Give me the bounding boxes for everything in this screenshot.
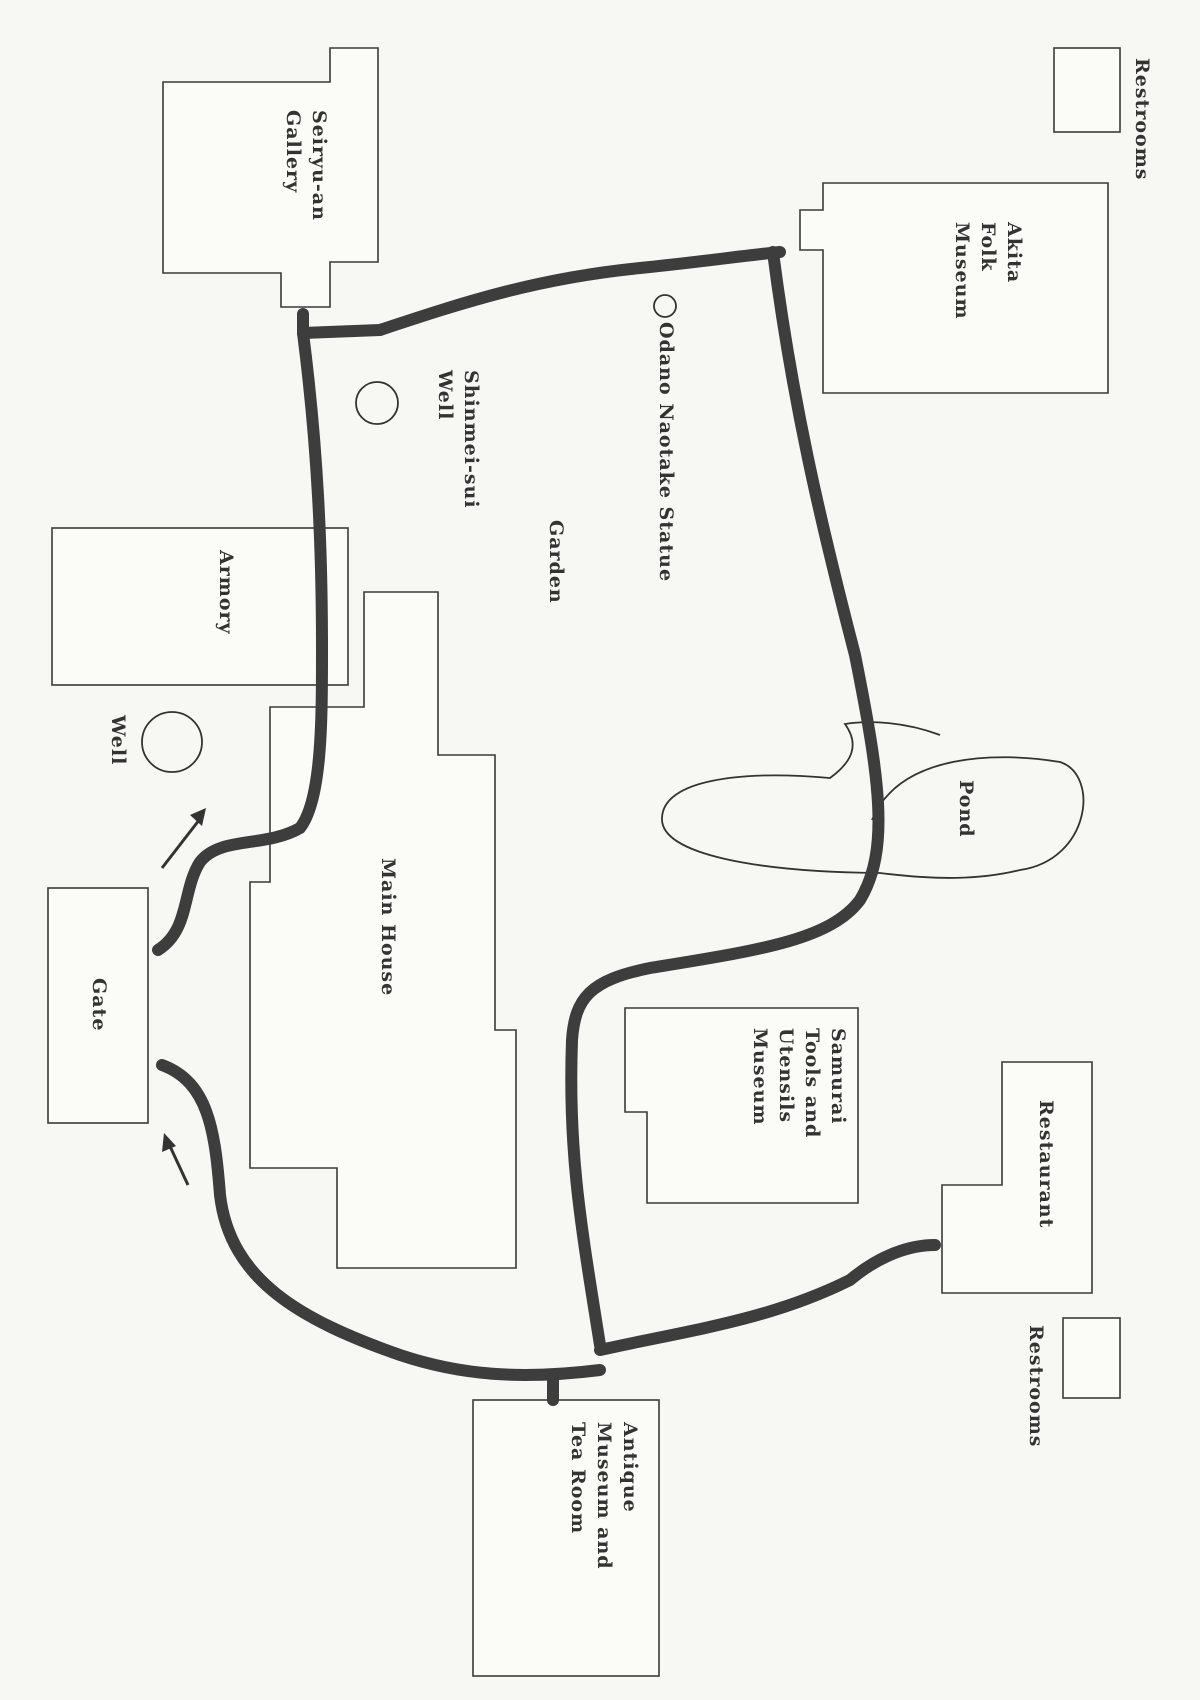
armory-building[interactable] <box>51 527 349 686</box>
pond-label: Pond <box>955 780 977 838</box>
seiryu-label-line1: Seiryu-an <box>308 110 330 221</box>
antique-label-line1: Antique <box>619 1421 641 1513</box>
odano-statue-label: Odano Naotake Statue <box>655 322 677 582</box>
arrow-up-icon <box>162 1133 190 1186</box>
akita-folk-museum-building[interactable] <box>799 182 1109 394</box>
antique-label-line2: Museum and <box>593 1422 615 1570</box>
path-west-main <box>152 327 328 956</box>
samurai-label-line2: Tools and <box>801 1028 823 1138</box>
path-seiryu-to-akita <box>297 246 786 339</box>
antique-label-line3: Tea Room <box>567 1422 589 1534</box>
samurai-label-line1: Samurai <box>827 1028 849 1125</box>
samurai-label-line3: Utensils <box>775 1028 797 1123</box>
seiryu-an-gallery-building[interactable] <box>162 47 379 308</box>
samurai-label-line4: Museum <box>749 1028 771 1126</box>
well-marker[interactable] <box>141 711 203 773</box>
restrooms-bottom-building[interactable] <box>1062 1317 1121 1399</box>
gate-building[interactable] <box>47 887 149 1124</box>
restaurant-label: Restaurant <box>1035 1100 1057 1228</box>
restrooms-top-label: Restrooms <box>1131 58 1153 181</box>
akita-label-line1: Akita <box>1003 221 1025 283</box>
akita-label-line3: Museum <box>951 222 973 320</box>
pond <box>661 721 1085 879</box>
akita-label-line2: Folk <box>977 222 999 272</box>
restrooms-top-building[interactable] <box>1053 47 1121 133</box>
shinmei-label-line1: Shinmei-sui <box>460 370 482 509</box>
main-house-label: Main House <box>377 858 399 996</box>
path-gate-south <box>156 1059 606 1381</box>
restrooms-bottom-label: Restrooms <box>1025 1325 1047 1448</box>
path-restaurant <box>594 1239 941 1356</box>
odano-statue-marker[interactable] <box>653 294 677 318</box>
gate-label: Gate <box>88 978 110 1031</box>
path-east-loop <box>565 246 885 1351</box>
shinmei-label-line2: Well <box>434 369 456 420</box>
shinmei-sui-well-marker[interactable] <box>355 381 399 425</box>
well-label: Well <box>107 714 129 765</box>
restaurant-building[interactable] <box>941 1061 1093 1294</box>
samurai-museum-building[interactable] <box>624 1007 859 1204</box>
garden-label: Garden <box>545 520 567 604</box>
armory-label: Armory <box>215 549 237 635</box>
arrow-up-icon <box>160 808 206 869</box>
antique-museum-building[interactable] <box>472 1399 660 1677</box>
seiryu-label-line2: Gallery <box>282 110 304 193</box>
